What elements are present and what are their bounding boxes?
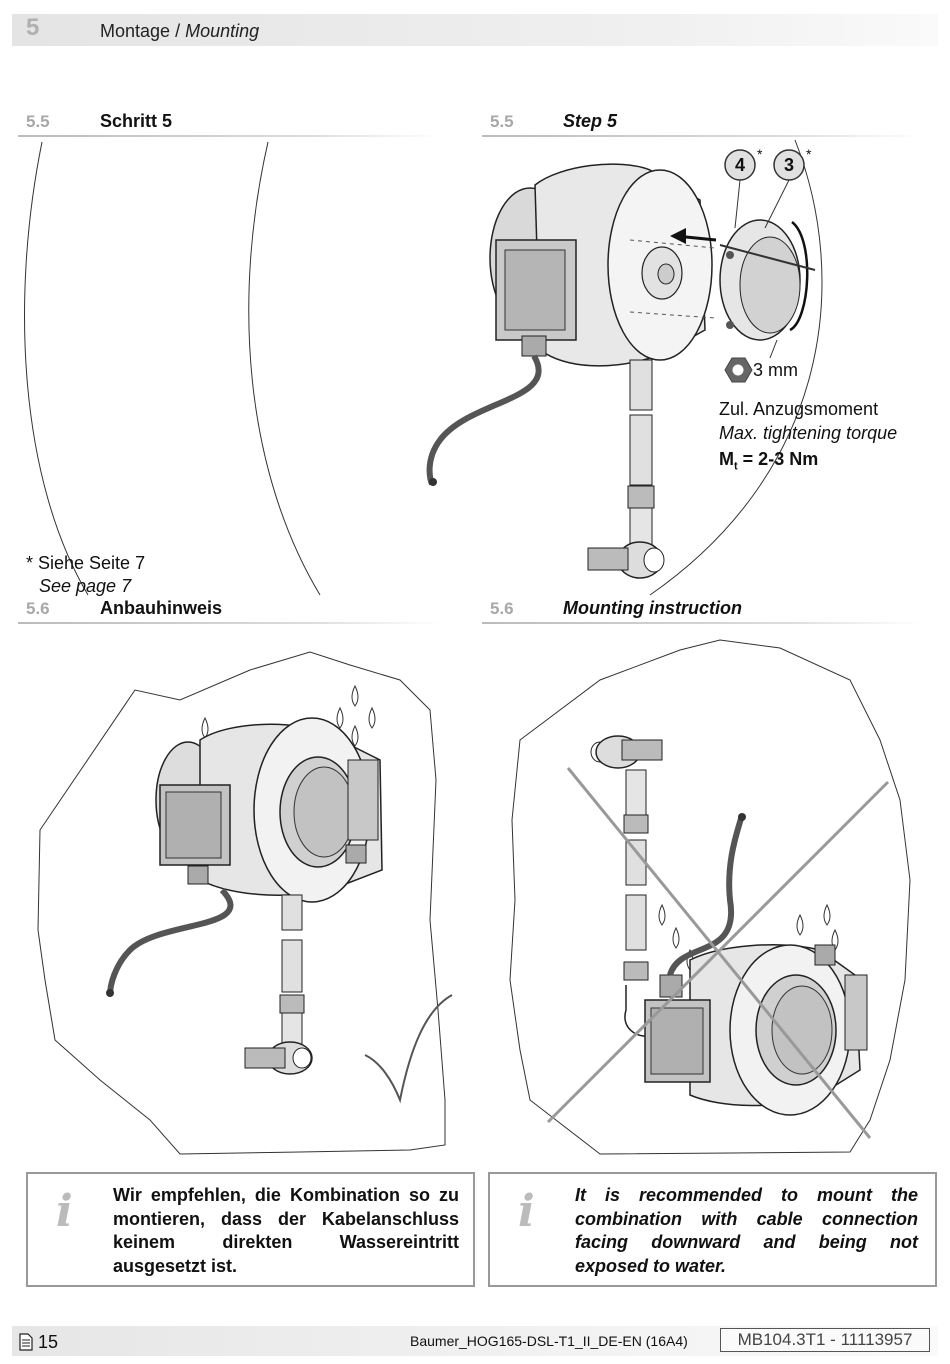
section-number-de: 5.5 [26,112,50,131]
callout-4-asterisk: * [757,146,763,162]
chapter-title-de: Montage [100,21,171,41]
section-6-number-de: 5.6 [26,599,50,618]
section-6-title-en: Mounting instruction [563,598,742,618]
info-text-en: It is recommended to mount the combinati… [575,1185,918,1276]
enlargement-arc-left [24,141,89,596]
chapter-title: Montage / Mounting [100,21,259,42]
section-rule-en [482,135,922,137]
cross-icon-line-2 [546,780,890,1124]
torque-label-en: Max. tightening torque [719,423,898,443]
callout-3-label: 3 [783,155,794,175]
mounting-illustration [37,639,911,1155]
torque-value: Mt = 2-3 Nm [719,449,818,473]
info-box-de: i Wir empfehlen, die Kombination so zu m… [26,1172,475,1287]
section-6-title-de: Anbauhinweis [100,598,223,618]
section-title-de: Schritt 5 [100,111,173,131]
chapter-title-en: Mounting [185,21,260,41]
torque-symbol: M [719,449,734,469]
correct-mounting-panel [37,651,453,1155]
info-box-en: i It is recommended to mount the combina… [488,1172,937,1287]
page-icon [19,1333,33,1351]
section-6-rule-en [482,622,922,624]
footnote-de: * Siehe Seite 7 [26,553,146,573]
callout-4 [724,149,756,229]
info-icon: i [518,1186,535,1237]
hex-key-icon-hole [732,364,744,376]
section-rule-de [18,135,440,137]
callout-4-label: 4 [734,155,745,175]
callout-3-asterisk: * [806,146,812,162]
section-number-en: 5.5 [490,112,514,131]
torque-label-de: Zul. Anzugsmoment [719,399,879,419]
torque-leader-line [769,339,778,359]
checkmark-icon [364,994,453,1104]
chapter-title-sep: / [170,21,186,41]
document-id: MB104.3T1 - 11113957 [720,1328,930,1352]
step5-illustration [24,139,823,596]
section-title-en: Step 5 [563,111,618,131]
section-6-rule-de [18,622,440,624]
chapter-header-bar [12,14,938,46]
torque-subscript: t [734,460,738,473]
incorrect-mounting-panel [509,639,911,1155]
torque-amount: = 2-3 Nm [737,449,819,469]
enlargement-arc-right [649,139,823,596]
hex-key-size: 3 mm [753,360,798,380]
enlargement-arc-middle [248,141,321,596]
footnote-en: See page 7 [39,576,132,596]
info-icon: i [56,1186,73,1237]
document-name: Baumer_HOG165-DSL-T1_II_DE-EN (16A4) [410,1333,688,1349]
callout-3 [764,149,805,229]
encoder-drawing [426,163,816,579]
chapter-number: 5 [26,14,40,41]
section-6-number-en: 5.6 [490,599,514,618]
info-text-de: Wir empfehlen, die Kombination so zu mon… [113,1185,459,1276]
page-number: 15 [38,1332,59,1352]
